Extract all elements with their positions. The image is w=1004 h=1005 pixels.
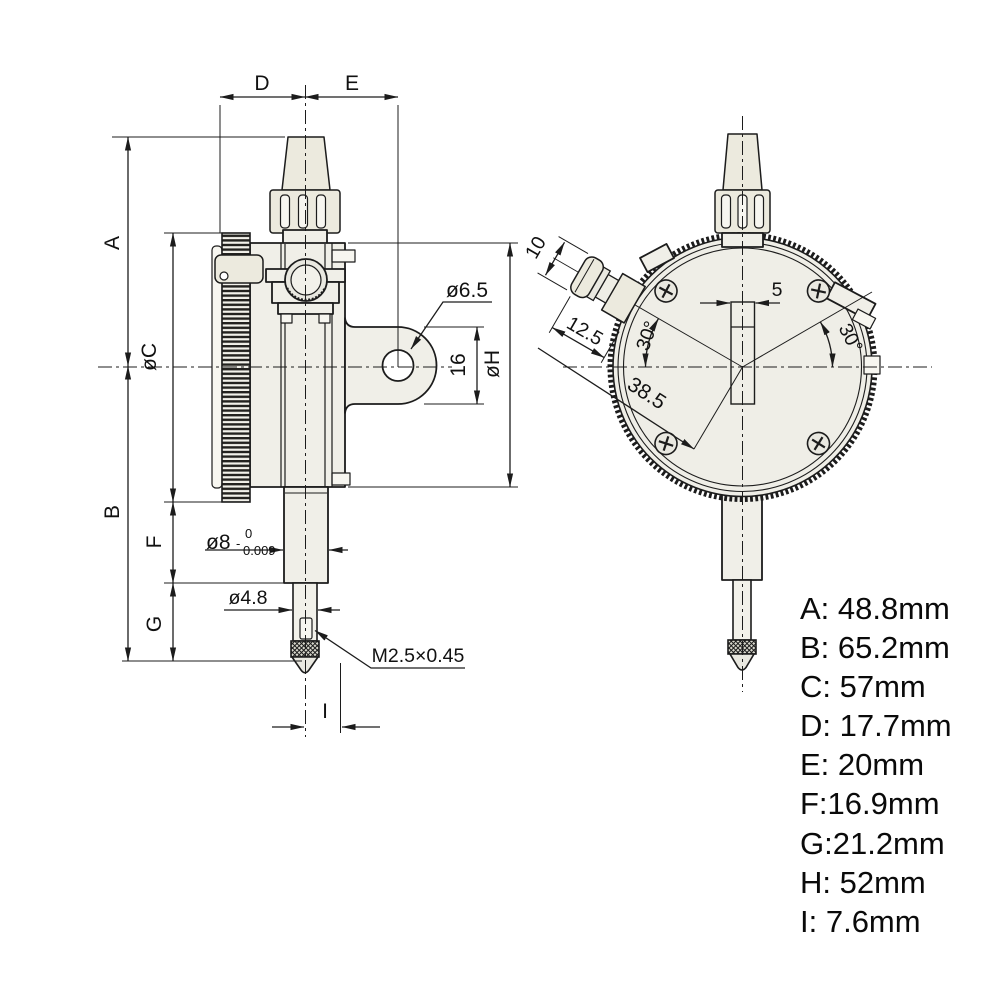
bore-lower-tolerance: 0.009: [243, 543, 276, 558]
angle-arc-right: [819, 321, 836, 368]
radius-line: [693, 366, 743, 450]
bezel-screw: [806, 431, 831, 456]
dim-label-I: I: [322, 700, 328, 723]
dim-label-16: 16: [447, 353, 470, 376]
clamp-head-line: [574, 259, 595, 293]
dim-line-clamp-length: [551, 327, 605, 359]
dim-label-clamp-length: 12.5: [563, 312, 607, 350]
front-right-tab-step: [851, 308, 877, 330]
dim-label-C: øC: [138, 343, 161, 371]
dim-label-thread: M2.5×0.45: [372, 645, 465, 667]
dim-line-clamp-width: [544, 241, 566, 276]
dim-label-E: E: [345, 72, 359, 95]
legend-item-I: I: 7.6mm: [800, 904, 921, 939]
side-view-dimensions: [112, 93, 518, 733]
side-crown-groove: [279, 194, 291, 229]
side-crown-groove: [297, 194, 309, 229]
front-right-tab: [825, 281, 877, 321]
side-body-lines: [280, 243, 333, 487]
angle-line-right: [742, 291, 873, 368]
side-bezel-clamp-hole: [219, 271, 229, 281]
dimension-legend: A: 48.8mm B: 65.2mm C: 57mm D: 17.7mm E:…: [800, 591, 952, 939]
legend-item-H: H: 52mm: [800, 865, 926, 900]
legend-item-G: G:21.2mm: [800, 826, 945, 861]
legend-item-D: D: 17.7mm: [800, 708, 952, 743]
leader-lug-hole: [410, 301, 492, 350]
side-body-shoulder-bottom: [331, 472, 351, 486]
dim-label-clamp-width: 10: [521, 233, 551, 263]
clamp-screw-head: [570, 256, 605, 299]
dim-label-A: A: [101, 236, 124, 250]
dim-label-lug-hole: ø6.5: [446, 279, 488, 302]
side-crown-groove: [315, 194, 327, 229]
dim-label-H: øH: [481, 350, 504, 378]
radius-leader: [537, 347, 695, 450]
front-crown-groove: [720, 194, 732, 229]
legend-item-C: C: 57mm: [800, 669, 926, 704]
front-top-left-tab: [639, 242, 675, 274]
legend-item-F: F:16.9mm: [800, 786, 940, 821]
front-crown-groove: [753, 194, 765, 229]
dim-label-stem-bore: ø8 0 - 0.009: [206, 526, 276, 558]
leader-thread: [314, 629, 465, 669]
dim-label-F: F: [143, 536, 166, 549]
legend-item-A: A: 48.8mm: [800, 591, 950, 626]
dim-label-B: B: [101, 505, 124, 519]
bore-nominal: ø8: [206, 531, 231, 554]
bezel-screw: [654, 279, 678, 303]
dim-label-spindle-dia: ø4.8: [228, 587, 267, 609]
bore-tolerance-sign: -: [236, 536, 240, 551]
legend-item-B: B: 65.2mm: [800, 630, 950, 665]
side-clamp-foot: [280, 313, 293, 324]
legend-item-E: E: 20mm: [800, 747, 924, 782]
dim-label-slot-width: 5: [772, 279, 783, 301]
side-extension-lines: [112, 105, 518, 733]
dim-label-G: G: [143, 616, 166, 632]
front-view: 10 12.5: [521, 133, 881, 671]
side-thumbscrew-knurl: [285, 287, 327, 302]
clamp-extension-lines: [537, 236, 620, 364]
angle-arc-left: [642, 318, 660, 368]
side-body-shoulder-top: [331, 249, 356, 263]
dim-label-D: D: [254, 72, 269, 95]
side-clamp-foot: [318, 313, 331, 324]
bezel-screw: [806, 279, 831, 303]
front-side-pin: [863, 355, 881, 375]
bore-upper-tolerance: 0: [245, 526, 252, 541]
